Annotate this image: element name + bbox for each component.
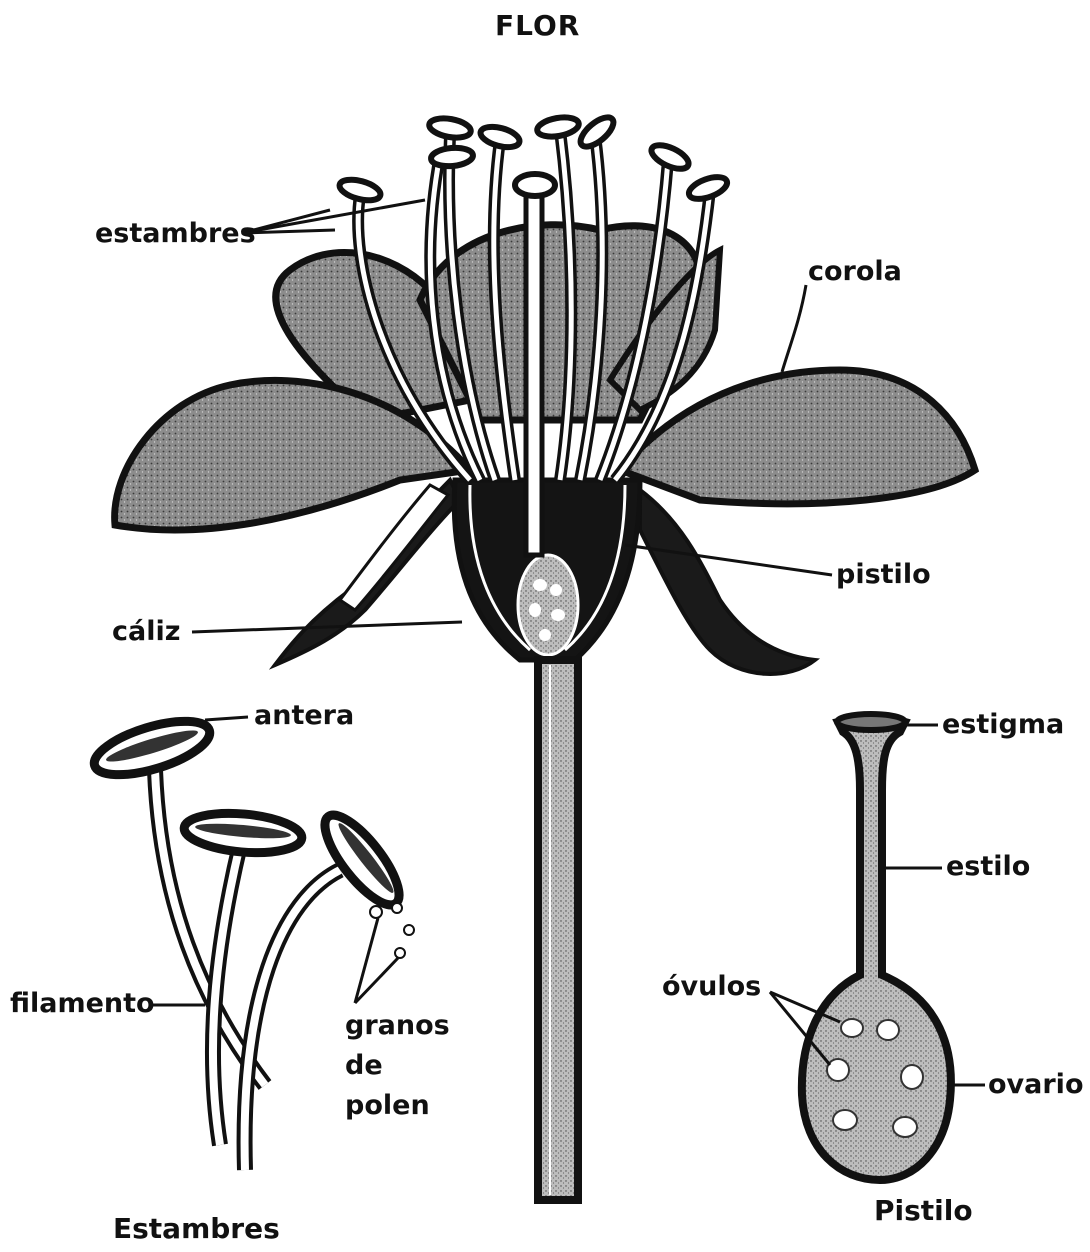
pollen-grain [392, 903, 402, 913]
right-sepal [640, 490, 815, 674]
pollen-grain [370, 906, 382, 918]
ovule [901, 1065, 923, 1089]
label-antera: antera [254, 702, 354, 729]
label-granos: granos [345, 1012, 450, 1039]
receptacle [454, 480, 640, 660]
leader-corola [782, 285, 806, 372]
label-ovulos: óvulos [662, 973, 761, 1000]
pollen-grain [404, 925, 414, 935]
caption-pistilo: Pistilo [874, 1197, 973, 1225]
flower-stem [538, 660, 578, 1200]
caption-estambres: Estambres [113, 1215, 280, 1243]
label-polen: polen [345, 1092, 430, 1119]
leader-antera [205, 717, 248, 720]
ovule [841, 1019, 863, 1037]
leader-stamens-2 [242, 200, 425, 233]
ovule [833, 1110, 857, 1130]
pistil-stigma [837, 714, 905, 730]
label-estigma: estigma [942, 711, 1064, 738]
pollen-grain [395, 948, 405, 958]
left-sepal-2 [340, 485, 448, 610]
pistil-detail-illustration [802, 714, 951, 1180]
ovule [827, 1059, 849, 1081]
label-caliz: cáliz [112, 618, 180, 645]
ovule [893, 1117, 917, 1137]
label-corola: corola [808, 258, 902, 285]
central-stigma [515, 174, 555, 196]
ovule [877, 1020, 899, 1040]
label-estilo: estilo [946, 853, 1030, 880]
label-pistilo: pistilo [836, 561, 931, 588]
diagram-title: FLOR [495, 12, 580, 40]
label-de: de [345, 1052, 383, 1079]
pistil-body [802, 719, 951, 1180]
label-estambres: estambres [95, 220, 256, 247]
label-ovario: ovario [988, 1071, 1084, 1098]
label-filamento: filamento [10, 990, 155, 1017]
